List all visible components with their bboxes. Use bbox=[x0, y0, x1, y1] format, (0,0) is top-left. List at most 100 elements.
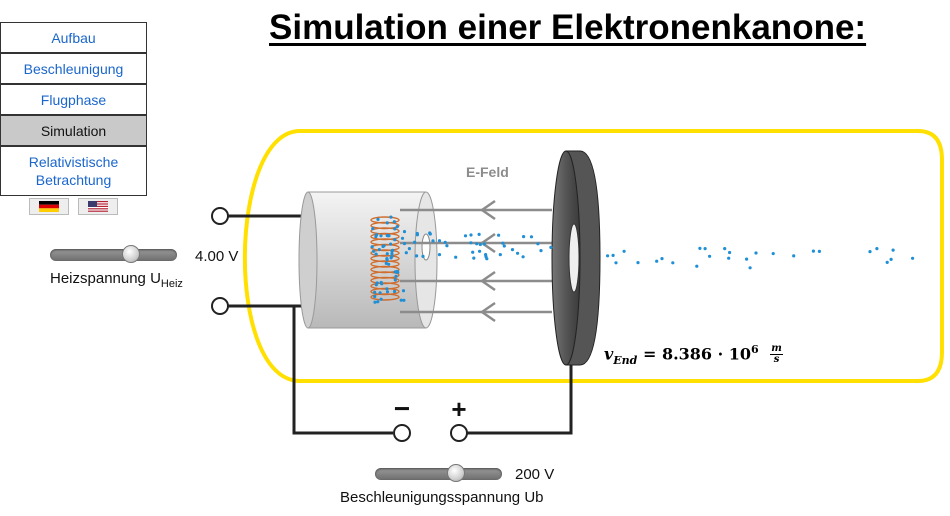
velocity-readout: vEnd = 8.386 · 106 m s bbox=[604, 343, 783, 368]
glass-tube bbox=[242, 129, 944, 383]
electron-dot bbox=[445, 244, 449, 248]
electron-dot bbox=[392, 220, 396, 224]
negative-terminal bbox=[393, 424, 411, 442]
electron-dot bbox=[891, 248, 895, 252]
electron-dot bbox=[606, 254, 610, 258]
electron-dot bbox=[703, 247, 707, 251]
electron-dot bbox=[385, 221, 389, 225]
electron-dot bbox=[521, 255, 525, 259]
electron-dot bbox=[911, 256, 915, 260]
nav-item-flugphase[interactable]: Flugphase bbox=[0, 84, 147, 115]
electron-dot bbox=[404, 251, 408, 255]
electron-dot bbox=[389, 215, 393, 219]
electron-dot bbox=[454, 255, 458, 259]
cathode-cylinder bbox=[298, 191, 438, 329]
heater-terminal-top bbox=[211, 207, 229, 225]
electron-dot bbox=[868, 250, 872, 254]
electron-dot bbox=[387, 262, 391, 266]
electron-dot bbox=[393, 238, 397, 242]
page-title: Simulation einer Elektronenkanone: bbox=[269, 8, 867, 47]
electron-particles bbox=[370, 215, 915, 304]
electron-dot bbox=[478, 242, 482, 247]
electron-dot bbox=[373, 294, 377, 299]
minus-sign: − bbox=[394, 393, 410, 424]
field-arrows bbox=[400, 199, 552, 323]
electron-dot bbox=[395, 269, 399, 273]
electron-dot bbox=[372, 249, 376, 253]
heating-coil bbox=[370, 216, 400, 301]
electron-dot bbox=[384, 261, 388, 265]
electron-dot bbox=[636, 261, 640, 265]
velocity-exponent: 6 bbox=[751, 343, 759, 356]
electron-dot bbox=[478, 249, 482, 253]
electron-dot bbox=[385, 257, 389, 261]
nav-item-beschleunigung[interactable]: Beschleunigung bbox=[0, 53, 147, 84]
electron-dot bbox=[469, 233, 473, 237]
velocity-unit-num: m bbox=[770, 343, 783, 356]
electron-dot bbox=[611, 253, 615, 257]
electron-dot bbox=[472, 256, 476, 260]
electron-dot bbox=[754, 251, 758, 255]
electron-dot bbox=[463, 234, 468, 238]
electron-dot bbox=[381, 244, 385, 249]
german-flag-icon[interactable] bbox=[29, 198, 69, 215]
electron-dot bbox=[727, 256, 731, 260]
acceleration-voltage-slider[interactable] bbox=[375, 464, 502, 482]
heater-terminal-bottom bbox=[211, 297, 229, 315]
electron-dot bbox=[389, 242, 393, 246]
anode-plate bbox=[551, 150, 601, 366]
nav-item-simulation[interactable]: Simulation bbox=[0, 115, 147, 146]
electron-dot bbox=[376, 300, 380, 304]
nav-item-aufbau[interactable]: Aufbau bbox=[0, 22, 147, 53]
electron-dot bbox=[393, 278, 397, 282]
electron-dot bbox=[723, 247, 727, 251]
electron-dot bbox=[708, 254, 712, 258]
positive-terminal bbox=[450, 424, 468, 442]
electron-dot bbox=[373, 300, 377, 304]
electron-dot bbox=[421, 254, 425, 258]
heater-voltage-slider[interactable] bbox=[50, 245, 177, 263]
electron-dot bbox=[437, 239, 442, 243]
electron-dot bbox=[400, 236, 405, 240]
electron-dot bbox=[614, 261, 618, 265]
plus-sign: + bbox=[451, 394, 466, 424]
electron-dot bbox=[374, 252, 378, 256]
velocity-unit-den: s bbox=[773, 354, 780, 366]
us-flag-icon[interactable] bbox=[78, 198, 119, 215]
heater-slider-knob[interactable] bbox=[121, 245, 140, 263]
electron-dot bbox=[745, 257, 749, 261]
acceleration-slider-knob[interactable] bbox=[446, 464, 465, 482]
heater-voltage-label: Heizspannung UHeiz bbox=[50, 270, 183, 290]
electron-dot bbox=[390, 252, 394, 256]
electron-dot bbox=[482, 242, 486, 246]
electron-dot bbox=[428, 231, 432, 235]
electron-dot bbox=[385, 252, 389, 256]
electron-dot bbox=[378, 291, 382, 295]
electron-dot bbox=[811, 249, 816, 253]
electron-dot bbox=[622, 249, 626, 253]
electron-dot bbox=[516, 251, 520, 255]
electron-dot bbox=[510, 248, 515, 252]
electron-dot bbox=[415, 233, 419, 237]
language-switcher bbox=[29, 198, 123, 216]
electron-dot bbox=[792, 254, 796, 258]
electron-dot bbox=[379, 280, 383, 285]
electron-dot bbox=[475, 242, 479, 246]
electron-dot bbox=[402, 230, 407, 234]
velocity-base: 10 bbox=[728, 344, 752, 364]
electron-dot bbox=[402, 298, 406, 302]
electron-dot bbox=[771, 252, 775, 256]
electron-dot bbox=[392, 289, 397, 294]
heater-label-sub: Heiz bbox=[160, 278, 183, 290]
nav-item-relativistische-betrachtung[interactable]: Relativistische Betrachtung bbox=[0, 146, 147, 196]
velocity-subscript: End bbox=[613, 353, 638, 367]
electron-dot bbox=[875, 247, 879, 251]
electron-dot bbox=[497, 233, 501, 237]
heater-voltage-value: 4.00 V bbox=[195, 248, 239, 265]
electron-dot bbox=[401, 289, 406, 293]
electron-dot bbox=[370, 245, 374, 249]
electron-dot bbox=[390, 254, 394, 258]
electron-dot bbox=[393, 227, 397, 231]
electron-dot bbox=[374, 283, 378, 287]
